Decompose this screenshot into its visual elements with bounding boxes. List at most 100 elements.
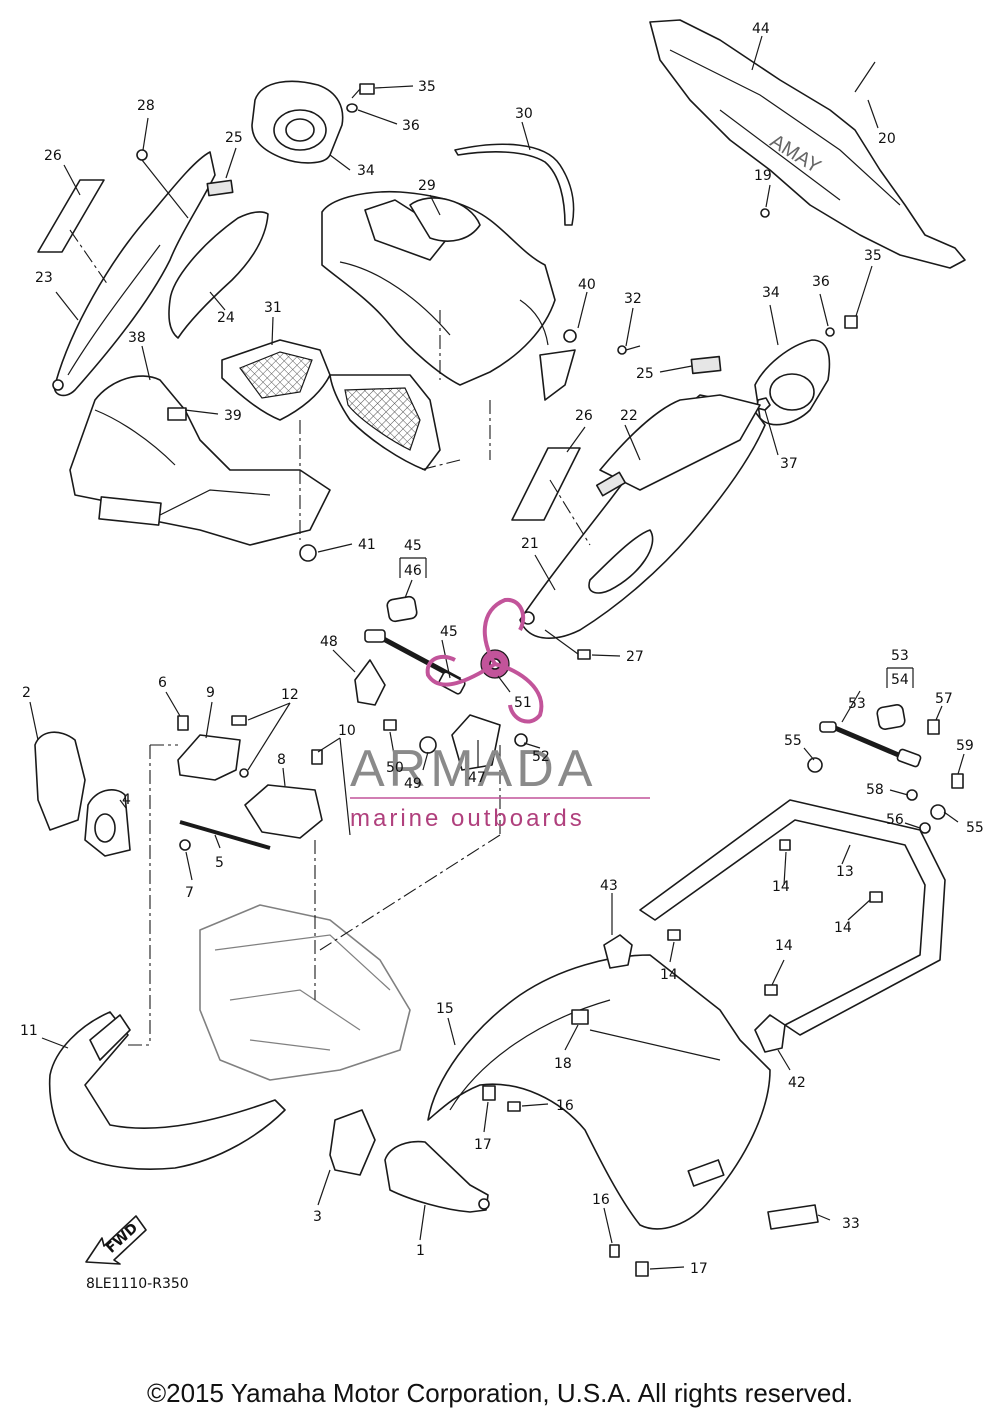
mesh-bracket-31 xyxy=(221,339,441,471)
callout-45-group: 45 xyxy=(404,538,422,554)
callout-48: 48 xyxy=(320,634,338,650)
washers-55 xyxy=(807,757,946,820)
callout-42: 42 xyxy=(788,1075,806,1091)
callout-1: 1 xyxy=(416,1243,425,1259)
bolt-27 xyxy=(544,629,591,660)
bolt-16b xyxy=(609,1244,620,1258)
callout-22: 22 xyxy=(620,408,638,424)
armada-watermark: ARMADA marine outboards xyxy=(350,597,650,832)
pad-25-right xyxy=(690,355,722,375)
callout-14-top: 14 xyxy=(772,879,790,895)
callout-33: 33 xyxy=(842,1216,860,1232)
washer-56 xyxy=(919,822,931,834)
sticker-26-left xyxy=(37,179,105,253)
callout-31: 31 xyxy=(264,300,282,316)
mount-tab-29 xyxy=(539,349,576,401)
clip-20 xyxy=(854,61,876,93)
callout-50: 50 xyxy=(386,760,404,776)
grommet-43 xyxy=(603,934,633,969)
callout-34-right: 34 xyxy=(762,285,780,301)
bracket-9 xyxy=(177,734,241,781)
cover-ring-34-top xyxy=(251,80,344,164)
callout-13: 13 xyxy=(836,864,854,880)
callout-56: 56 xyxy=(886,812,904,828)
callout-25-top: 25 xyxy=(225,130,243,146)
watermark-brand: ARMADA xyxy=(350,740,596,798)
sticker-26-right xyxy=(511,447,581,521)
clip-18 xyxy=(571,1009,589,1025)
callout-14-left: 14 xyxy=(660,967,678,983)
callout-3: 3 xyxy=(313,1209,322,1225)
bolt-57 xyxy=(927,719,940,735)
nut-7 xyxy=(179,839,191,851)
bolt-35-top xyxy=(351,83,375,99)
sticker-33 xyxy=(767,1204,819,1230)
copyright-notice: ©2015 Yamaha Motor Corporation, U.S.A. A… xyxy=(146,1378,854,1408)
callout-10: 10 xyxy=(338,723,356,739)
callout-20: 20 xyxy=(878,131,896,147)
callout-14-right: 14 xyxy=(834,920,852,936)
bolt-6 xyxy=(177,715,189,731)
callout-8: 8 xyxy=(277,752,286,768)
callout-29: 29 xyxy=(418,178,436,194)
callout-9: 9 xyxy=(206,685,215,701)
cover-3 xyxy=(329,1109,376,1176)
callout-34-top: 34 xyxy=(357,163,375,179)
callout-15: 15 xyxy=(436,1001,454,1017)
callout-37: 37 xyxy=(780,456,798,472)
callout-45: 45 xyxy=(440,624,458,640)
bolt-40 xyxy=(563,329,577,343)
propeller-logo-icon xyxy=(425,597,544,724)
callout-16-right: 16 xyxy=(556,1098,574,1114)
callout-5: 5 xyxy=(215,855,224,871)
bolts-12 xyxy=(231,715,249,778)
bolt-16a xyxy=(507,1101,521,1112)
callout-7: 7 xyxy=(185,885,194,901)
callout-19: 19 xyxy=(754,168,772,184)
stay-5 xyxy=(179,820,271,850)
fwd-arrow-icon: FWD xyxy=(85,1215,147,1265)
callout-32: 32 xyxy=(624,291,642,307)
clip-19 xyxy=(760,208,770,218)
bolt-10 xyxy=(311,749,323,765)
air-duct-24 xyxy=(168,211,269,339)
callout-40: 40 xyxy=(578,277,596,293)
cover-ring-34-right xyxy=(754,339,831,426)
callout-14-bottom: 14 xyxy=(775,938,793,954)
callout-55-top: 55 xyxy=(784,733,802,749)
clip-17b xyxy=(635,1261,649,1277)
callout-30: 30 xyxy=(515,106,533,122)
nut-41 xyxy=(299,544,317,562)
lower-cowl-11 xyxy=(48,1011,286,1170)
bracket-47 xyxy=(451,714,501,771)
trim-strip-30 xyxy=(454,143,575,226)
callout-44: 44 xyxy=(752,21,770,37)
diagram-code: 8LE1110-R350 xyxy=(86,1276,189,1292)
callout-43: 43 xyxy=(600,878,618,894)
washer-36-top xyxy=(346,103,358,113)
callout-24: 24 xyxy=(217,310,235,326)
callout-36-right: 36 xyxy=(812,274,830,290)
boot-46 xyxy=(386,595,418,623)
callout-26-left: 26 xyxy=(44,148,62,164)
frame-structure xyxy=(199,904,411,1081)
callout-leaders xyxy=(29,35,965,1270)
bolts-14 xyxy=(667,839,883,996)
damper-53 xyxy=(819,721,922,768)
nut-58 xyxy=(906,789,918,801)
bracket-48 xyxy=(354,659,386,706)
callout-46: 46 xyxy=(404,563,422,579)
duct-1 xyxy=(384,1140,490,1213)
callout-53-group: 53 xyxy=(891,648,909,664)
callout-38: 38 xyxy=(128,330,146,346)
callout-21: 21 xyxy=(521,536,539,552)
group-brackets xyxy=(399,557,914,688)
bolt-59 xyxy=(951,773,964,789)
callout-17-left: 17 xyxy=(474,1137,492,1153)
callout-6: 6 xyxy=(158,675,167,691)
callout-49: 49 xyxy=(404,776,422,792)
callout-53: 53 xyxy=(848,696,866,712)
callout-18: 18 xyxy=(554,1056,572,1072)
callout-2: 2 xyxy=(22,685,31,701)
